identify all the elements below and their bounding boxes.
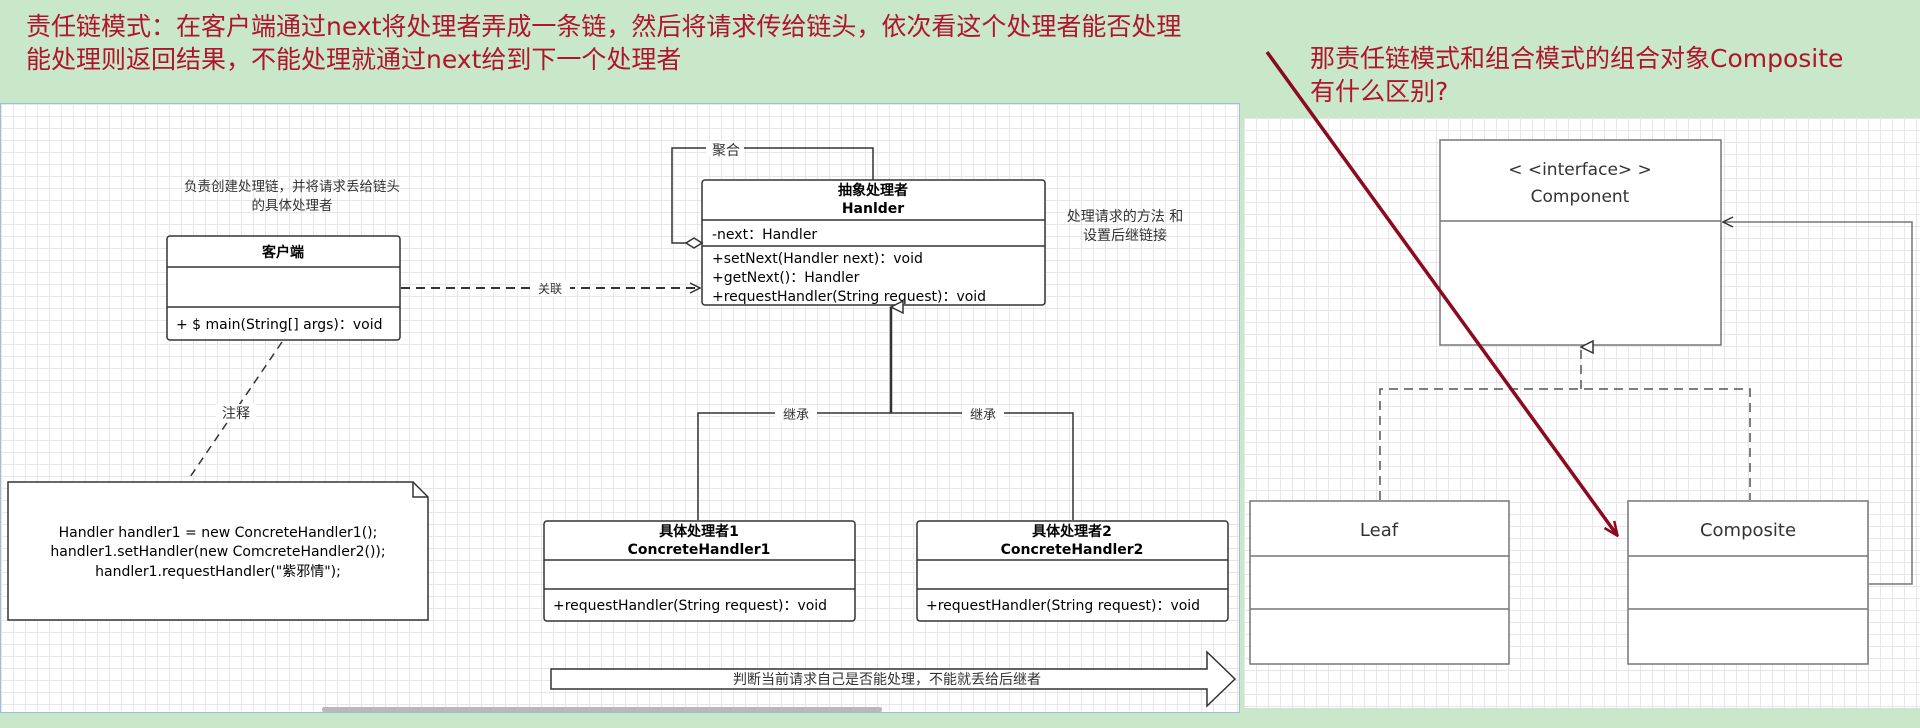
inherit-label: 继承 [970, 408, 996, 423]
handler-field: -next：Handler [712, 227, 817, 243]
comparison-question: 那责任链模式和组合模式的组合对象Composite 有什么区别? [1310, 44, 1844, 106]
client-class[interactable]: 客户端 + $ main(String[] args)：void [166, 235, 401, 341]
handler-method: +setNext(Handler next)：void [712, 251, 923, 267]
note-line: handler1.setHandler(new ComcreteHandler2… [50, 544, 385, 560]
component-name: Component [1531, 187, 1630, 207]
aggregation-line [671, 147, 874, 244]
red-pointer-arrow [1265, 50, 1617, 535]
flow-block-arrow [550, 650, 1237, 708]
component-stereotype: < <interface> > [1508, 160, 1652, 180]
composite-box[interactable]: Composite [1627, 500, 1869, 665]
client-description: 负责创建处理链，并将请求丢给链头 [184, 179, 400, 195]
top-note: 责任链模式：在客户端通过next将处理者弄成一条链，然后将请求传给链头，依次看这… [26, 12, 1182, 74]
leaf-box[interactable]: Leaf [1249, 500, 1510, 665]
inheritance-line [697, 412, 1074, 520]
concrete2-subtitle: ConcreteHandler2 [1001, 542, 1144, 558]
client-description: 的具体处理者 [252, 198, 333, 214]
composite-name: Composite [1700, 520, 1796, 541]
concrete-handler2-class[interactable]: 具体处理者2 ConcreteHandler2 +requestHandler(… [916, 520, 1229, 622]
concrete2-method: +requestHandler(String request)：void [926, 598, 1200, 614]
aggregation-label: 聚合 [712, 143, 740, 159]
note-line: Handler handler1 = new ConcreteHandler1(… [59, 525, 378, 541]
handler-description: 处理请求的方法 和 [1067, 209, 1183, 225]
note-line: handler1.requestHandler("紫邪情"); [95, 564, 341, 580]
association-label: 关联 [538, 282, 562, 296]
code-note: Handler handler1 = new ConcreteHandler1(… [7, 481, 429, 621]
handler-title: 抽象处理者 [838, 182, 908, 199]
handler-subtitle: Hanlder [842, 201, 904, 217]
concrete1-method: +requestHandler(String request)：void [553, 598, 827, 614]
realization-line [1379, 388, 1751, 500]
concrete1-subtitle: ConcreteHandler1 [628, 542, 771, 558]
handler-method: +requestHandler(String request)：void [712, 289, 986, 305]
leaf-name: Leaf [1360, 520, 1399, 541]
component-interface-box[interactable]: < <interface> > Component [1439, 139, 1722, 346]
concrete2-title: 具体处理者2 [1031, 523, 1112, 540]
horizontal-scrollbar[interactable] [322, 707, 882, 712]
concrete-handler1-class[interactable]: 具体处理者1 ConcreteHandler1 +requestHandler(… [543, 520, 856, 622]
aggregation-diamond [684, 237, 704, 249]
inherit-label: 继承 [783, 408, 809, 423]
abstract-handler-class[interactable]: 抽象处理者 Hanlder -next：Handler +setNext(Han… [701, 179, 1046, 306]
client-method: + $ main(String[] args)：void [176, 317, 383, 333]
handler-method: +getNext()：Handler [712, 270, 860, 286]
concrete1-title: 具体处理者1 [658, 523, 739, 540]
composite-aggregation-line [1723, 222, 1913, 585]
handler-description: 设置后继链接 [1083, 227, 1167, 244]
annotation-label: 注释 [222, 406, 250, 422]
flow-arrow-label: 判断当前请求自己是否能处理，不能就丢给后继者 [733, 671, 1041, 688]
client-title: 客户端 [261, 244, 304, 261]
